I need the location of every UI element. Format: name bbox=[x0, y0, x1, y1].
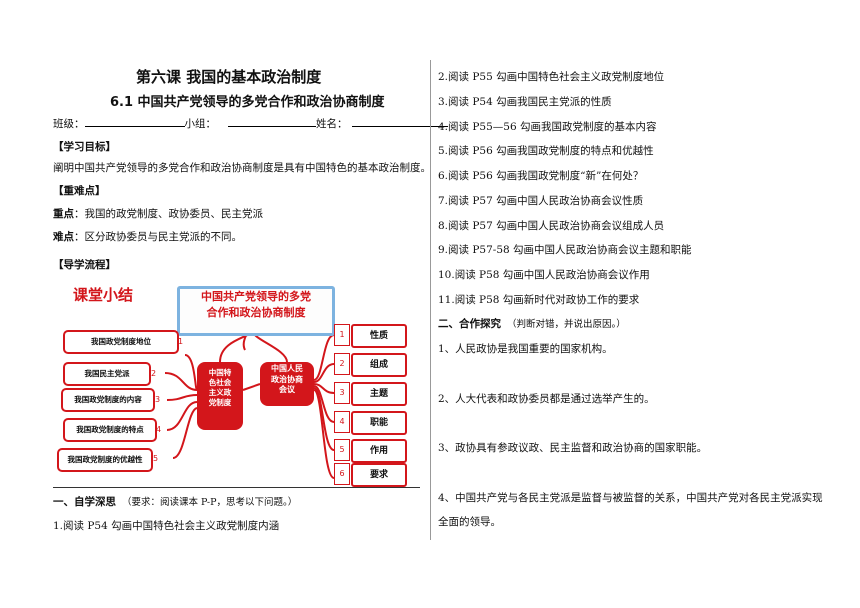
center-left-line: 党制度 bbox=[208, 398, 232, 407]
class-label: 班级： bbox=[53, 118, 85, 130]
judge-question-4-line-1: 4、中国共产党与各民主党派是监督与被监督的关系，中国共产党对各民主党派实现 bbox=[438, 492, 823, 504]
reading-item: 7.阅读 P57 勾画中国人民政治协商会议性质 bbox=[438, 195, 644, 207]
reading-item: 9.阅读 P57-58 勾画中国人民政治协商会议主题和职能 bbox=[438, 244, 692, 256]
lesson-title: 第六课 我国的基本政治制度 bbox=[136, 68, 322, 86]
key-label: 重点 bbox=[53, 208, 74, 220]
section1-header: 一、自学深思 （要求：阅读课本 P-P，思考以下问题。） bbox=[53, 494, 297, 509]
center-right-line: 会议 bbox=[279, 385, 295, 394]
mindmap-right-num: 3 bbox=[334, 382, 350, 404]
key-text: ：我国的政党制度、政协委员、民主党派 bbox=[74, 208, 263, 220]
section1-note: （要求：阅读课本 P-P，思考以下问题。） bbox=[122, 497, 298, 508]
judge-question-1: 1、人民政协是我国重要的国家机构。 bbox=[438, 343, 613, 355]
section-divider-line bbox=[53, 487, 420, 488]
flow-heading: 【导学流程】 bbox=[53, 259, 116, 271]
reading-item: 6.阅读 P56 勾画我国政党制度“新”在何处？ bbox=[438, 170, 644, 182]
mindmap-right-num: 1 bbox=[334, 324, 350, 346]
mindmap-right-num: 4 bbox=[334, 411, 350, 433]
diff-text: ：区分政协委员与民主党派的不同。 bbox=[74, 231, 242, 243]
name-input[interactable] bbox=[351, 116, 448, 127]
mindmap-right-item: 性质 bbox=[351, 324, 407, 348]
judge-question-2: 2、人大代表和政协委员都是通过选举产生的。 bbox=[438, 393, 655, 405]
key-heading: 【重难点】 bbox=[53, 185, 106, 197]
group-input[interactable] bbox=[228, 116, 316, 127]
mindmap-center-cppcc: 中国人民 政治协商 会议 bbox=[260, 362, 314, 406]
mindmap-left-num: 3 bbox=[155, 395, 161, 404]
key-points: 重点：我国的政党制度、政协委员、民主党派 bbox=[53, 206, 263, 221]
mindmap-right-item: 职能 bbox=[351, 411, 407, 435]
center-right-line: 中国人民 bbox=[271, 364, 303, 373]
class-input[interactable] bbox=[84, 116, 185, 127]
mindmap-title: 课堂小结 bbox=[73, 286, 134, 304]
mindmap-left-item: 我国政党制度地位 bbox=[63, 330, 179, 354]
diff-label: 难点 bbox=[53, 231, 74, 243]
mindmap-right-num: 5 bbox=[334, 439, 350, 461]
mindmap-left-num: 2 bbox=[151, 369, 157, 378]
center-left-line: 主义政 bbox=[208, 388, 232, 397]
group-label: 小组： bbox=[184, 118, 217, 130]
goal-text: 阐明中国共产党领导的多党合作和政治协商制度是具有中国特色的基本政治制度。 bbox=[53, 162, 431, 174]
mindmap-banner: 中国共产党领导的多党 合作和政治协商制度 bbox=[177, 286, 335, 336]
reading-item: 5.阅读 P56 勾画我国政党制度的特点和优越性 bbox=[438, 145, 654, 157]
mindmap-right-item: 作用 bbox=[351, 439, 407, 463]
mindmap-right-item: 要求 bbox=[351, 463, 407, 487]
name-label: 姓名： bbox=[316, 118, 348, 130]
mindmap-center-party-system: 中国特 色社会 主义政 党制度 bbox=[197, 362, 243, 430]
section2-note: （判断对错，并说出原因。） bbox=[507, 319, 626, 330]
reading-item: 11.阅读 P58 勾画新时代对政协工作的要求 bbox=[438, 294, 640, 306]
mindmap-right-num: 6 bbox=[334, 463, 350, 485]
reading-item: 2.阅读 P55 勾画中国特色社会主义政党制度地位 bbox=[438, 71, 665, 83]
mindmap-left-item: 我国政党制度的优越性 bbox=[57, 448, 153, 472]
reading-item: 3.阅读 P54 勾画我国民主党派的性质 bbox=[438, 96, 612, 108]
goal-heading: 【学习目标】 bbox=[53, 141, 116, 153]
info-fields-row: 班级： 小组： 姓名： bbox=[53, 116, 448, 131]
mindmap-left-num: 5 bbox=[153, 454, 159, 463]
mindmap-left-num: 4 bbox=[156, 425, 162, 434]
center-left-line: 色社会 bbox=[208, 378, 232, 387]
mindmap-left-item: 我国政党制度的内容 bbox=[61, 388, 155, 412]
judge-question-3: 3、政协具有参政议政、民主监督和政治协商的国家职能。 bbox=[438, 442, 708, 454]
mindmap-right-item: 主题 bbox=[351, 382, 407, 406]
center-right-line: 政治协商 bbox=[271, 374, 303, 384]
difficulty-points: 难点：区分政协委员与民主党派的不同。 bbox=[53, 229, 242, 244]
mindmap-connectors bbox=[164, 323, 335, 479]
mindmap-left-item: 我国政党制度的特点 bbox=[63, 418, 157, 442]
banner-line-1: 中国共产党领导的多党 bbox=[201, 290, 311, 303]
column-divider bbox=[430, 60, 431, 540]
reading-item: 4.阅读 P55—56 勾画我国政党制度的基本内容 bbox=[438, 121, 657, 133]
mindmap-left-num: 1 bbox=[178, 337, 184, 346]
mindmap-right-item: 组成 bbox=[351, 353, 407, 377]
mindmap-right-num: 2 bbox=[334, 353, 350, 375]
section1-title: 一、自学深思 bbox=[53, 496, 116, 508]
section-subtitle: 6.1 中国共产党领导的多党合作和政治协商制度 bbox=[110, 95, 385, 110]
reading-item: 10.阅读 P58 勾画中国人民政治协商会议作用 bbox=[438, 269, 650, 281]
section2-title: 二、合作探究 bbox=[438, 318, 501, 330]
summary-mindmap: 课堂小结 中国共产党领导的多党 合作和政治协商制度 中国特 色社会 主义政 党制… bbox=[55, 280, 421, 487]
reading-item: 8.阅读 P57 勾画中国人民政治协商会议组成人员 bbox=[438, 220, 665, 232]
center-left-line: 中国特 bbox=[208, 368, 232, 377]
mindmap-left-item: 我国民主党派 bbox=[63, 362, 151, 386]
banner-line-2: 合作和政治协商制度 bbox=[206, 306, 306, 319]
left-question-1: 1.阅读 P54 勾画中国特色社会主义政党制度内涵 bbox=[53, 520, 280, 532]
section2-header: 二、合作探究 （判断对错，并说出原因。） bbox=[438, 316, 626, 331]
judge-question-4-line-2: 全面的领导。 bbox=[438, 516, 501, 528]
